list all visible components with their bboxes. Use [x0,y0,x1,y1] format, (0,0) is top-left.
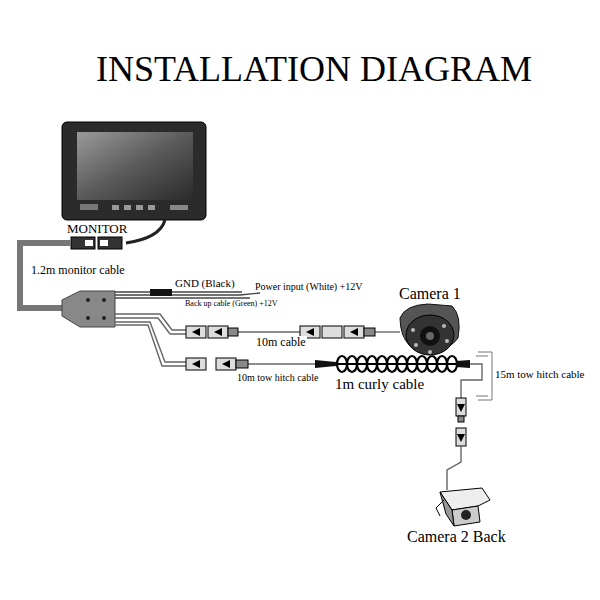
camera2-connectors [456,398,466,446]
length-bracket [478,352,492,400]
diagram-title: INSTALLATION DIAGRAM [96,50,532,90]
wire-label: Power input (White) +12V [254,281,364,292]
monitor [62,122,206,243]
wire-label: Back up cable (Green) +12V [184,300,278,309]
cable-label: 10m cable [255,336,307,349]
cable-label: 1m curly cable [334,376,425,393]
curly-end-connector [456,360,470,368]
wire-label: GND (Black) [174,277,236,289]
power-wires [115,292,260,298]
part-name: Camera 2 Back [406,528,507,546]
cable-label: 1.2m monitor cable [30,264,126,277]
gnd-connector [150,289,172,296]
part-name: Camera 1 [398,285,462,303]
curly-cable [337,356,457,372]
cable-label: 15m tow hitch cable [494,368,586,380]
cable-label: 10m tow hitch cable [236,372,319,383]
part-name: MONITOR [66,222,128,236]
tow-connectors [186,358,248,370]
camera2-cable [461,364,482,398]
camera1 [400,304,459,355]
camera2 [436,488,490,526]
tow-hitch-cable [115,322,315,366]
curly-connector [315,360,336,368]
splitter [62,291,115,327]
monitor-connectors [71,237,122,249]
